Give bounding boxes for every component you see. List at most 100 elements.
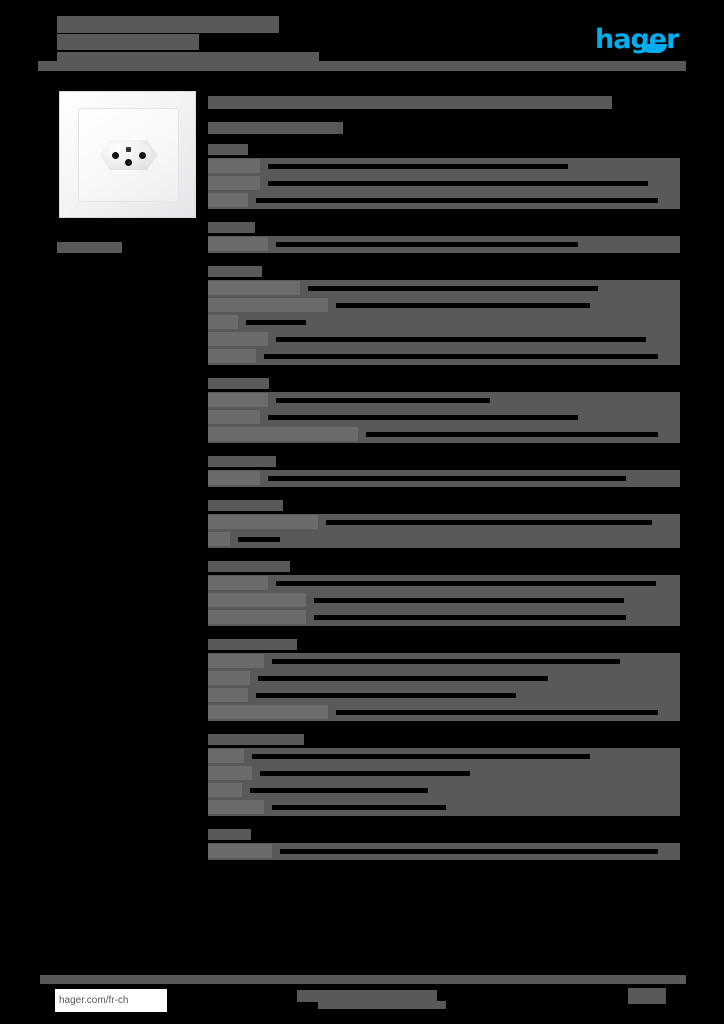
footer-divider — [40, 975, 686, 984]
spec-row — [208, 192, 680, 209]
spec-row-gap — [276, 581, 656, 586]
main-section-title — [208, 96, 612, 109]
header-title-line-2 — [57, 34, 199, 50]
spec-row-gap — [276, 242, 578, 247]
spec-row-gap — [252, 754, 590, 759]
spec-row-label — [208, 800, 264, 814]
spec-row — [208, 670, 680, 687]
spec-row-gap — [268, 181, 648, 186]
spec-row — [208, 470, 680, 487]
spec-section-heading — [208, 456, 276, 467]
spec-row-label — [208, 532, 230, 546]
spec-row-gap — [272, 805, 446, 810]
spec-row-label — [208, 515, 318, 529]
spec-row — [208, 592, 680, 609]
spec-row-band — [208, 782, 680, 799]
spec-row-label — [208, 393, 268, 407]
spec-row — [208, 158, 680, 175]
spec-row-label — [208, 427, 358, 441]
spec-row-label — [208, 410, 260, 424]
spec-row — [208, 653, 680, 670]
socket-earth-pin-icon — [125, 147, 131, 152]
spec-row-label — [208, 671, 250, 685]
spec-row-label — [208, 332, 268, 346]
spec-section-heading — [208, 734, 304, 745]
main-subsection-title — [208, 122, 343, 134]
spec-row-label — [208, 471, 260, 485]
spec-section-heading — [208, 266, 262, 277]
spec-row-gap — [268, 164, 568, 169]
spec-section-heading — [208, 378, 269, 389]
socket-left-pin-icon — [111, 152, 119, 159]
product-image-caption — [57, 242, 122, 253]
footer-url-box[interactable]: hager.com/fr-ch — [55, 989, 167, 1012]
footer-center-text-secondary — [318, 1001, 446, 1009]
spec-row-label — [208, 176, 260, 190]
spec-row-label — [208, 349, 256, 363]
spec-row-gap — [314, 598, 624, 603]
spec-row-gap — [280, 849, 658, 854]
spec-row-label — [208, 281, 300, 295]
socket-recess-icon — [99, 140, 158, 170]
spec-row — [208, 297, 680, 314]
spec-row-gap — [308, 286, 598, 291]
spec-row — [208, 765, 680, 782]
spec-row-label — [208, 237, 268, 251]
spec-row-label — [208, 705, 328, 719]
spec-row — [208, 575, 680, 592]
spec-row-gap — [336, 710, 658, 715]
spec-row-band — [208, 531, 680, 548]
footer-page-number — [628, 988, 666, 1004]
spec-row-gap — [250, 788, 428, 793]
spec-row — [208, 704, 680, 721]
spec-row-gap — [268, 476, 626, 481]
header-subtitle — [57, 52, 319, 61]
spec-row — [208, 514, 680, 531]
spec-row — [208, 392, 680, 409]
spec-row-label — [208, 315, 238, 329]
spec-row-label — [208, 783, 242, 797]
spec-row — [208, 782, 680, 799]
spec-section-heading — [208, 639, 297, 650]
spec-section-heading — [208, 500, 283, 511]
spec-row-gap — [314, 615, 626, 620]
spec-row — [208, 175, 680, 192]
spec-row-gap — [256, 198, 658, 203]
header-divider — [38, 61, 686, 71]
spec-row-label — [208, 298, 328, 312]
hager-logo: hager — [595, 26, 679, 54]
spec-row — [208, 348, 680, 365]
spec-row — [208, 280, 680, 297]
spec-row-label — [208, 749, 244, 763]
spec-row — [208, 843, 680, 860]
spec-row — [208, 531, 680, 548]
spec-section-heading — [208, 144, 248, 155]
spec-row-gap — [326, 520, 652, 525]
spec-row-band — [208, 314, 680, 331]
spec-row-gap — [276, 398, 490, 403]
footer-center-text — [297, 990, 437, 1002]
spec-row-label — [208, 159, 260, 173]
spec-row — [208, 426, 680, 443]
spec-row-gap — [258, 676, 548, 681]
spec-row — [208, 314, 680, 331]
spec-row-label — [208, 766, 252, 780]
spec-row-label — [208, 688, 248, 702]
spec-row-gap — [256, 693, 516, 698]
spec-row — [208, 799, 680, 816]
spec-row — [208, 331, 680, 348]
spec-row-gap — [260, 771, 470, 776]
spec-row — [208, 409, 680, 426]
footer-url-link[interactable]: hager.com/fr-ch — [59, 995, 129, 1006]
spec-row-label — [208, 654, 264, 668]
spec-row-label — [208, 576, 268, 590]
spec-row-label — [208, 593, 306, 607]
socket-faceplate-icon — [78, 108, 179, 202]
spec-row-gap — [246, 320, 306, 325]
spec-section-heading — [208, 829, 251, 840]
socket-bottom-pin-icon — [124, 159, 132, 166]
spec-row-label — [208, 193, 248, 207]
spec-row-gap — [366, 432, 658, 437]
spec-row — [208, 687, 680, 704]
